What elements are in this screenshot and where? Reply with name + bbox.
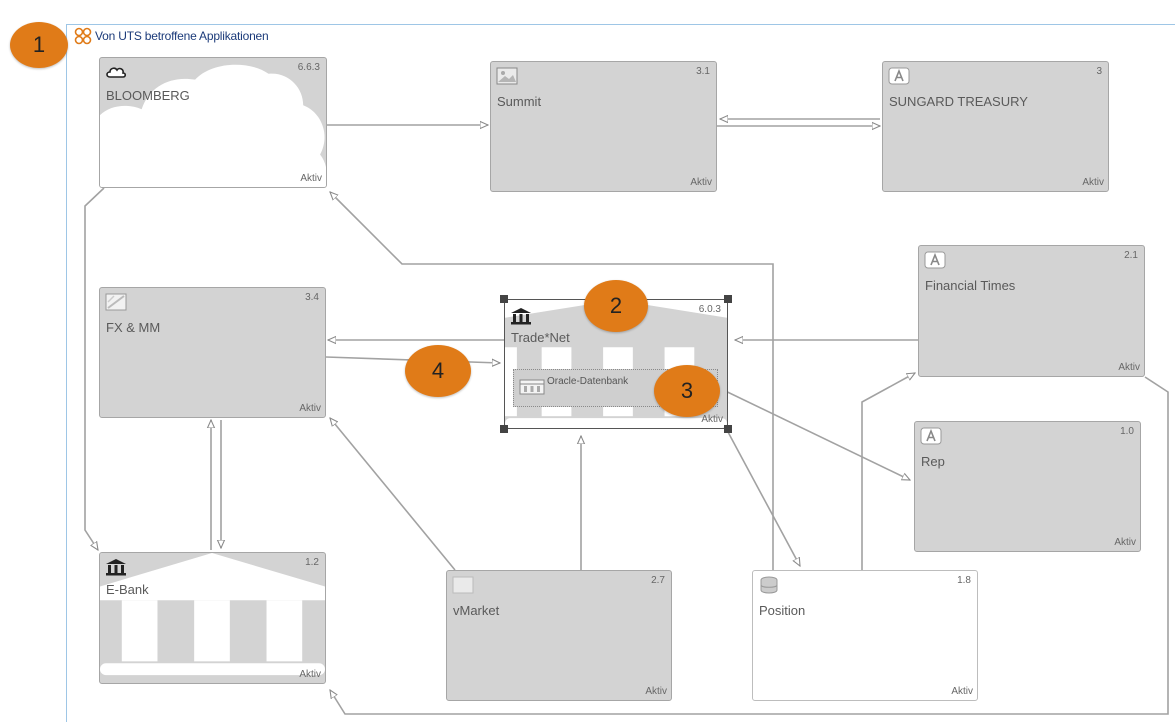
callout-badge-2: 2 — [584, 280, 648, 332]
diagram-title: Von UTS betroffene Applikationen — [74, 27, 269, 45]
application-icon — [888, 67, 910, 85]
node-label: Summit — [497, 94, 542, 109]
bank-icon — [106, 559, 126, 576]
node-label: Rep — [921, 454, 945, 469]
image-icon — [496, 67, 518, 85]
node-label: Trade*Net — [511, 330, 570, 345]
application-icon — [920, 427, 942, 445]
node-status: Aktiv — [1118, 362, 1140, 373]
node-label: SUNGARD TREASURY — [889, 94, 1028, 109]
node-version: 2.1 — [1124, 250, 1138, 261]
diagram-title-text: Von UTS betroffene Applikationen — [95, 29, 269, 43]
node-status: Aktiv — [1082, 177, 1104, 188]
node-status: Aktiv — [690, 177, 712, 188]
node-status: Aktiv — [1114, 537, 1136, 548]
node-status: Aktiv — [701, 414, 723, 425]
node-label: Financial Times — [925, 278, 1016, 293]
node-version: 3.4 — [305, 292, 319, 303]
node-e-bank[interactable]: E-Bank 1.2 Aktiv — [99, 552, 326, 684]
node-version: 3.1 — [696, 66, 710, 77]
node-vmarket[interactable]: vMarket 2.7 Aktiv — [446, 570, 672, 701]
callout-badge-4: 4 — [405, 345, 471, 397]
edge-bloomberg-ebank — [84, 187, 105, 550]
node-label: Oracle-Datenbank — [547, 376, 629, 387]
node-financial-times[interactable]: Financial Times 2.1 Aktiv — [918, 245, 1145, 377]
cloud-shape — [100, 64, 326, 187]
node-version: 3 — [1096, 66, 1102, 77]
node-status: Aktiv — [299, 403, 321, 414]
node-label: BLOOMBERG — [106, 88, 190, 103]
node-version: 6.6.3 — [297, 62, 320, 73]
edge-oracle-rep — [714, 385, 910, 481]
node-label: Position — [759, 603, 806, 618]
edge-position-bloomberg — [330, 192, 774, 570]
node-version: 6.0.3 — [698, 304, 721, 315]
node-version: 2.7 — [651, 575, 665, 586]
node-version: 1.0 — [1120, 426, 1134, 437]
node-fx-mm[interactable]: FX & MM 3.4 Aktiv — [99, 287, 326, 418]
application-icon — [924, 251, 946, 269]
edge-tradenet-position — [727, 431, 801, 566]
edge-vmarket-fxmm — [330, 418, 456, 571]
node-bloomberg[interactable]: BLOOMBERG 6.6.3 Aktiv — [99, 57, 327, 188]
callout-badge-1: 1 — [10, 22, 68, 68]
node-version: 1.2 — [305, 557, 319, 568]
node-summit[interactable]: Summit 3.1 Aktiv — [490, 61, 717, 192]
application-group-icon — [74, 27, 92, 45]
node-label: vMarket — [453, 603, 500, 618]
bank-building-shape — [100, 553, 325, 676]
node-sungard-treasury[interactable]: SUNGARD TREASURY 3 Aktiv — [882, 61, 1109, 192]
database-server-icon — [519, 379, 545, 395]
node-status: Aktiv — [299, 669, 321, 680]
image-icon — [452, 576, 474, 594]
bank-icon — [511, 308, 531, 325]
node-status: Aktiv — [300, 173, 322, 184]
node-position[interactable]: Position 1.8 Aktiv — [752, 570, 978, 701]
chart-icon — [105, 293, 127, 311]
node-rep[interactable]: Rep 1.0 Aktiv — [914, 421, 1141, 552]
node-status: Aktiv — [951, 686, 973, 697]
callout-badge-3: 3 — [654, 365, 720, 417]
diagram-frame — [66, 24, 1175, 722]
edge-ft-ebank — [330, 376, 1169, 715]
database-icon — [760, 576, 778, 594]
node-label: FX & MM — [106, 320, 161, 335]
node-status: Aktiv — [645, 686, 667, 697]
node-version: 1.8 — [957, 575, 971, 586]
node-label: E-Bank — [106, 582, 149, 597]
cloud-icon — [106, 67, 127, 78]
edge-position-ft — [861, 372, 915, 570]
